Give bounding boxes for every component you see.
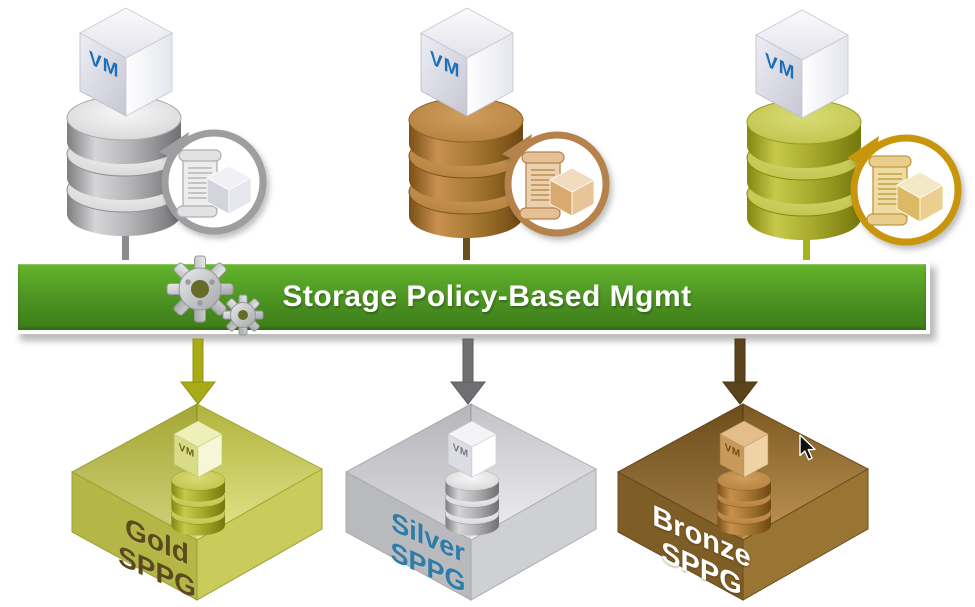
- connector-line-silver: [122, 216, 129, 264]
- mini-disk-stack-icon: [717, 469, 772, 536]
- mini-disk-stack-icon: [445, 469, 500, 536]
- arrow-down-gold-icon: [179, 338, 217, 405]
- storage-policy-banner: Storage Policy-Based Mgmt: [14, 255, 930, 337]
- mini-vm-cube-icon: VM: [719, 420, 769, 478]
- policy-scroll-and-cube-icon: [502, 131, 610, 237]
- connector-line-gold: [803, 228, 810, 264]
- connector-line-bronze: [463, 226, 470, 264]
- disk-stack-icon: [408, 97, 524, 238]
- mini-vm-cube-icon: VM: [447, 420, 497, 478]
- gold-box-icon: VM: [70, 403, 324, 601]
- silver-box-icon: VM: [344, 403, 598, 601]
- banner-title: Storage Policy-Based Mgmt: [282, 280, 692, 313]
- disk-stack-icon: [66, 95, 182, 236]
- vm-cube-icon: VM: [420, 7, 514, 117]
- gears-icon: [166, 255, 264, 336]
- arrow-down-silver-icon: [449, 338, 487, 405]
- mouse-arrow-icon: [799, 434, 816, 461]
- arrow-down-bronze-icon: [721, 338, 759, 405]
- mini-vm-cube-icon: VM: [173, 420, 223, 478]
- policy-scroll-and-cube-icon: [159, 129, 267, 235]
- banner-content: Storage Policy-Based Mgmt: [160, 255, 692, 337]
- bronze-box-icon: VM: [616, 403, 870, 601]
- policy-scroll-and-cube-icon: [847, 134, 962, 246]
- vm-cube-icon: VM: [79, 7, 173, 117]
- disk-stack-icon: [746, 99, 862, 240]
- vm-cube-icon: VM: [755, 9, 849, 119]
- mini-disk-stack-icon: [171, 469, 226, 536]
